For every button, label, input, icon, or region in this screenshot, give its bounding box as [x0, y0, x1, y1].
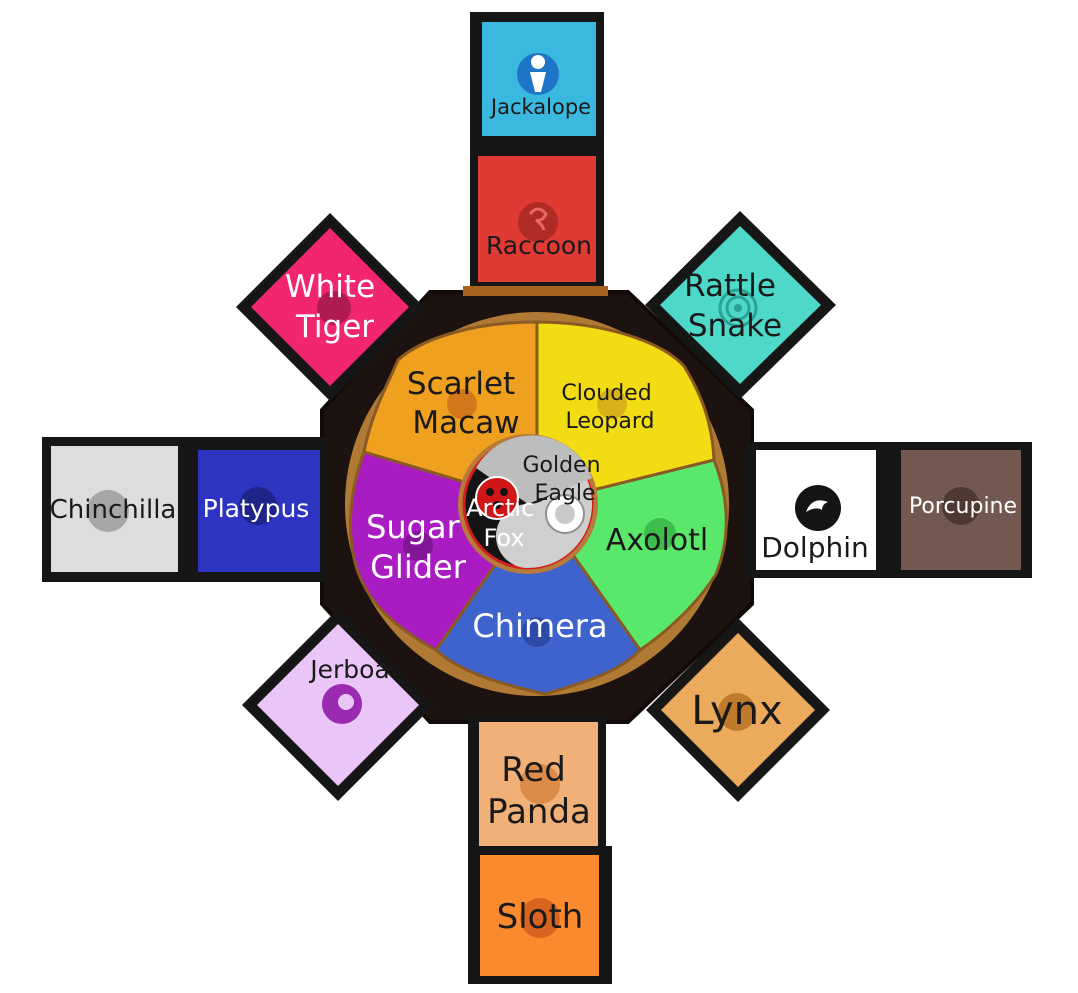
house-label-red-panda: Red Panda — [487, 750, 591, 832]
house-jerboa[interactable]: Jerboa — [242, 609, 434, 801]
house-label-jerboa: Jerboa — [308, 655, 390, 684]
house-label-porcupine: Porcupine — [909, 494, 1017, 519]
house-jackalope[interactable]: Jackalope — [470, 12, 604, 146]
house-chinchilla[interactable]: Chinchilla — [42, 437, 188, 582]
house-label-raccoon: Raccoon — [486, 231, 592, 260]
house-platypus[interactable]: Platypus — [188, 437, 328, 582]
center-label-golden-eagle[interactable]: Golden Eagle — [522, 453, 607, 506]
house-label-platypus: Platypus — [203, 494, 310, 523]
octagon-top-bar — [463, 286, 608, 296]
platypus-icon — [239, 487, 277, 525]
house-label-jackalope: Jackalope — [489, 95, 591, 119]
petal-label-clouded-leopard: Clouded Leopard — [561, 381, 658, 434]
house-rattle-snake[interactable]: Rattle Snake — [645, 211, 836, 399]
house-red-panda[interactable]: Red Panda — [468, 716, 606, 852]
ball-icon — [87, 490, 129, 532]
house-label-rattle-snake: Rattle Snake — [684, 268, 786, 344]
porcupine-icon — [942, 487, 980, 525]
house-raccoon[interactable]: Raccoon — [470, 146, 604, 286]
petal-label-chimera: Chimera — [472, 607, 607, 645]
lynx-icon — [718, 693, 756, 731]
house-dolphin[interactable]: Dolphin — [746, 442, 892, 578]
red-panda-icon — [520, 764, 560, 804]
chimera-icon — [522, 617, 552, 647]
house-label-lynx: Lynx — [691, 688, 782, 734]
center-yin-yang: Golden Eagle Arctic Fox — [458, 434, 607, 574]
flame-icon — [447, 389, 477, 419]
petal-label-axolotl: Axolotl — [606, 523, 709, 558]
petal-chimera[interactable]: Chimera — [434, 501, 642, 696]
house-label-dolphin: Dolphin — [761, 531, 869, 564]
paw-icon — [317, 291, 351, 325]
petal-label-sugar-glider: Sugar Glider — [366, 508, 470, 586]
center-label-arctic-fox[interactable]: Arctic Fox — [466, 494, 542, 552]
house-label-sloth: Sloth — [497, 897, 584, 937]
petal-label-scarlet-macaw: Scarlet Macaw — [407, 366, 525, 441]
house-label-white-tiger: White Tiger — [285, 269, 385, 345]
petal-clouded-leopard[interactable]: Clouded Leopard — [535, 320, 716, 506]
sloth-icon — [520, 898, 560, 938]
house-porcupine[interactable]: Porcupine — [892, 442, 1032, 578]
axolotl-icon — [644, 518, 676, 550]
house-sloth[interactable]: Sloth — [468, 846, 612, 984]
arctic-fox-icon — [475, 476, 519, 520]
house-white-tiger[interactable]: White Tiger — [236, 213, 424, 401]
spiral-icon — [718, 288, 758, 328]
leopard-icon — [597, 389, 627, 419]
glider-icon — [403, 531, 433, 561]
house-lynx[interactable]: Lynx — [646, 618, 830, 802]
house-label-chinchilla: Chinchilla — [50, 495, 177, 525]
